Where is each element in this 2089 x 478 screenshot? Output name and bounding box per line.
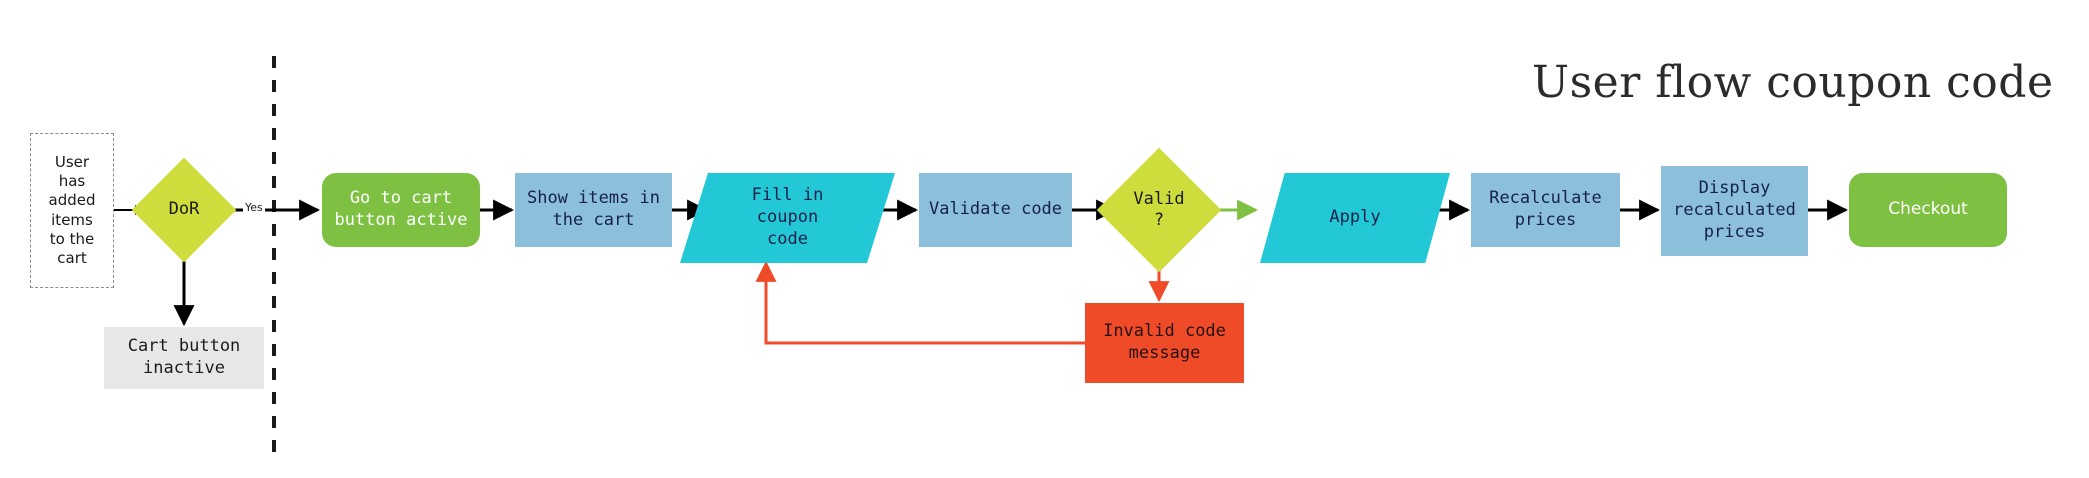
node-recalculate-prices[interactable]: Recalculate prices — [1471, 173, 1620, 247]
node-cart-button-inactive[interactable]: Cart button inactive — [104, 327, 264, 389]
node-apply[interactable]: Apply — [1260, 173, 1450, 263]
node-validate-code[interactable]: Validate code — [919, 173, 1072, 247]
node-checkout[interactable]: Checkout — [1849, 173, 2007, 247]
node-go-to-cart[interactable]: Go to cart button active — [322, 173, 480, 247]
decision-valid-label: Valid ? — [1133, 188, 1185, 230]
edge-invalid-loop-to-fillcoupon — [755, 260, 1085, 345]
node-invalid-code-message[interactable]: Invalid code message — [1085, 303, 1244, 383]
edge-label-yes: Yes — [243, 201, 265, 214]
decision-dor[interactable]: DoR — [131, 157, 237, 263]
decision-dor-label: DoR — [168, 199, 200, 220]
node-show-items[interactable]: Show items in the cart — [515, 173, 672, 247]
page-title: User flow coupon code — [1532, 57, 2054, 108]
start-note: User has added items to the cart — [30, 133, 114, 288]
decision-valid[interactable]: Valid ? — [1096, 147, 1222, 273]
node-fill-coupon-code[interactable]: Fill in coupon code — [680, 173, 895, 263]
node-display-recalculated-prices[interactable]: Display recalculated prices — [1661, 166, 1808, 256]
